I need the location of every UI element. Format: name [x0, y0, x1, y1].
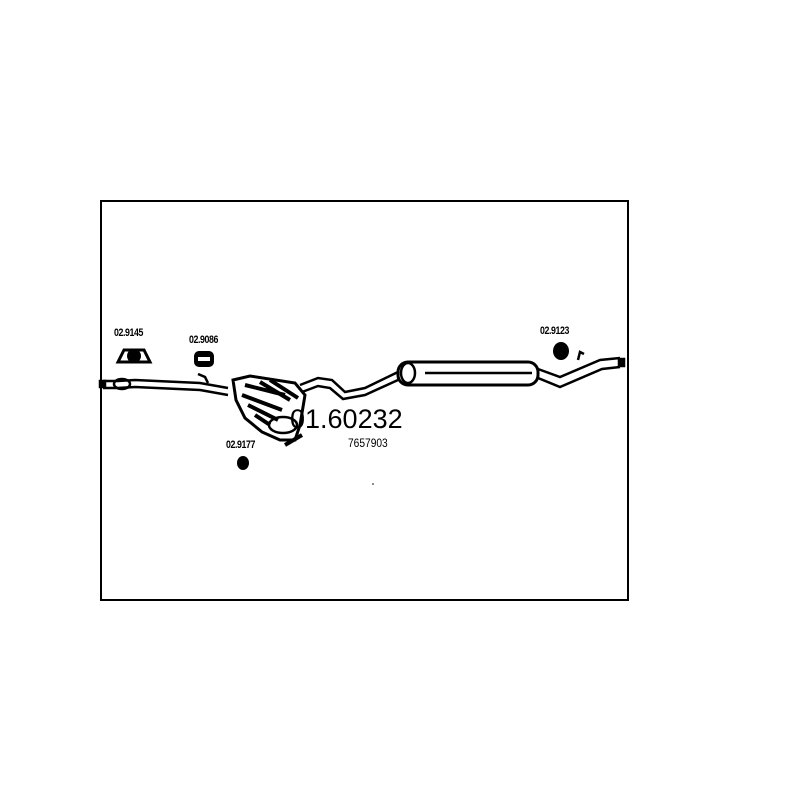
part-number: 01.60232 — [290, 404, 403, 434]
tailpipe — [283, 433, 304, 447]
rubber-mount-02-9177-icon — [237, 456, 249, 470]
pipe-flange — [112, 377, 132, 391]
pipe-end-left — [98, 379, 107, 389]
hanger-bracket — [197, 372, 210, 384]
diagram-frame — [100, 200, 629, 601]
oe-number: 7657903 — [348, 436, 388, 450]
part-label-mount-1: 02.9086 — [189, 334, 219, 346]
rear-hanger — [576, 350, 585, 361]
rubber-mount-02-9086-icon — [194, 351, 214, 367]
rear-pipe — [537, 356, 621, 389]
part-label-clamp: 02.9145 — [114, 327, 144, 339]
pipe-end-right — [617, 357, 626, 368]
mid-pipe — [299, 370, 399, 401]
part-label-mount-2: 02.9177 — [226, 439, 256, 451]
silencer-outlet — [267, 415, 299, 435]
clamp-02-9145-icon — [115, 348, 153, 364]
front-pipe — [103, 378, 229, 397]
rubber-mount-02-9123-icon — [553, 342, 569, 360]
part-label-mount-3: 02.9123 — [540, 325, 570, 337]
